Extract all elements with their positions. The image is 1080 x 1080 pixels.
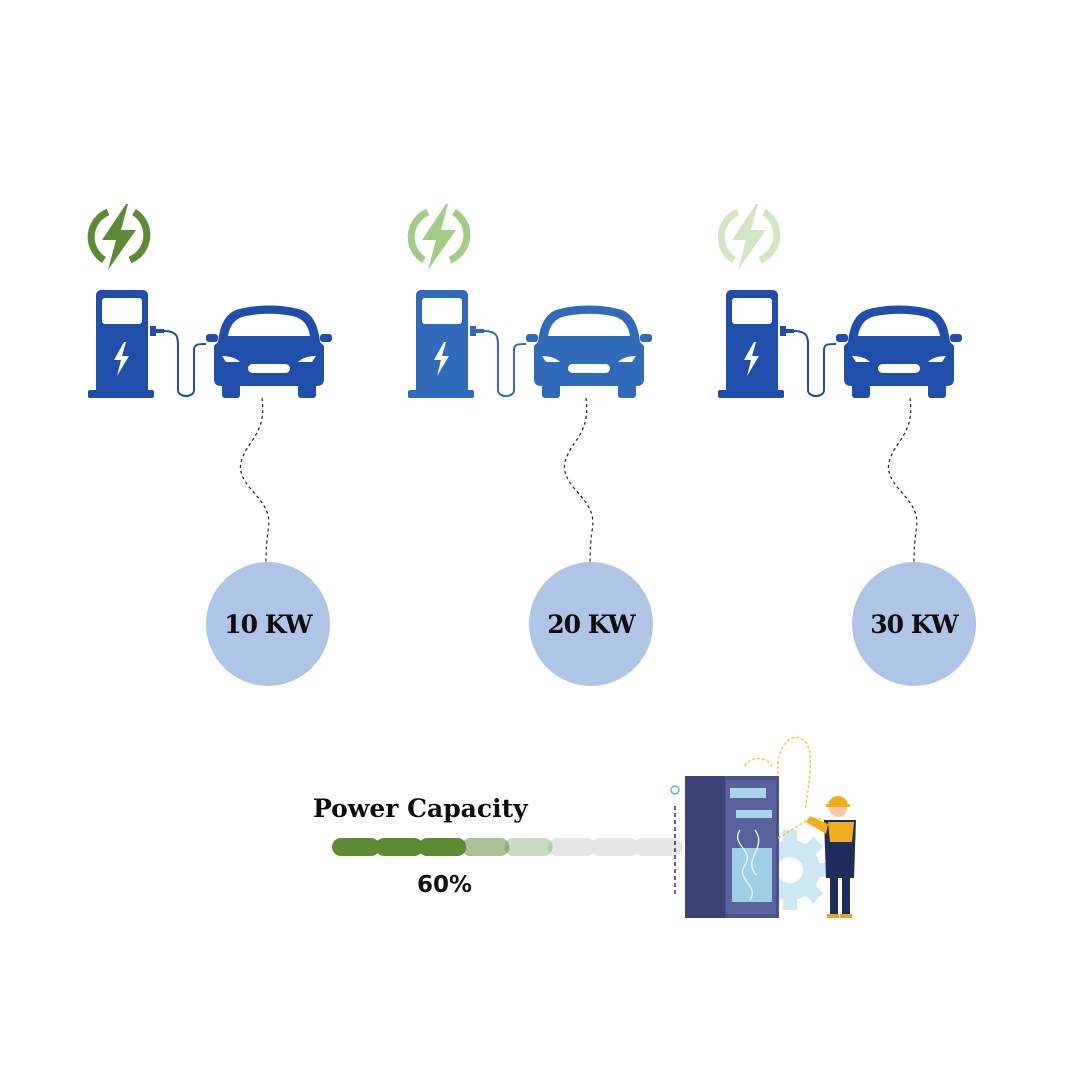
power-rating-label: 20 KW	[547, 609, 635, 639]
power-rating-bubble: 20 KW	[529, 562, 653, 686]
power-rating-bubble: 30 KW	[852, 562, 976, 686]
ev-charging-station-icon	[718, 290, 962, 398]
progress-segment	[634, 838, 682, 856]
progress-segment	[375, 838, 424, 856]
progress-segment	[418, 838, 467, 856]
lightning-bolt-icon	[407, 204, 471, 270]
lightning-bolt-icon	[717, 204, 781, 270]
dashed-connector-line	[239, 397, 270, 565]
progress-segment	[504, 838, 553, 856]
ev-charging-station-icon	[408, 290, 652, 398]
progress-segment	[590, 838, 639, 856]
dashed-connector-line	[563, 397, 594, 565]
power-rating-label: 10 KW	[224, 609, 312, 639]
power-capacity-title: Power Capacity	[313, 794, 528, 823]
power-capacity-percent: 60%	[417, 872, 473, 898]
power-capacity-progress-bar	[332, 838, 682, 856]
power-rating-label: 30 KW	[870, 609, 958, 639]
progress-segment	[461, 838, 510, 856]
progress-segment	[332, 838, 380, 856]
dashed-connector-line	[887, 397, 918, 565]
technician-electrical-cabinet-icon	[670, 736, 856, 918]
ev-charging-station-icon	[88, 290, 332, 398]
lightning-bolt-icon	[87, 204, 151, 270]
power-rating-bubble: 10 KW	[206, 562, 330, 686]
progress-segment	[547, 838, 596, 856]
